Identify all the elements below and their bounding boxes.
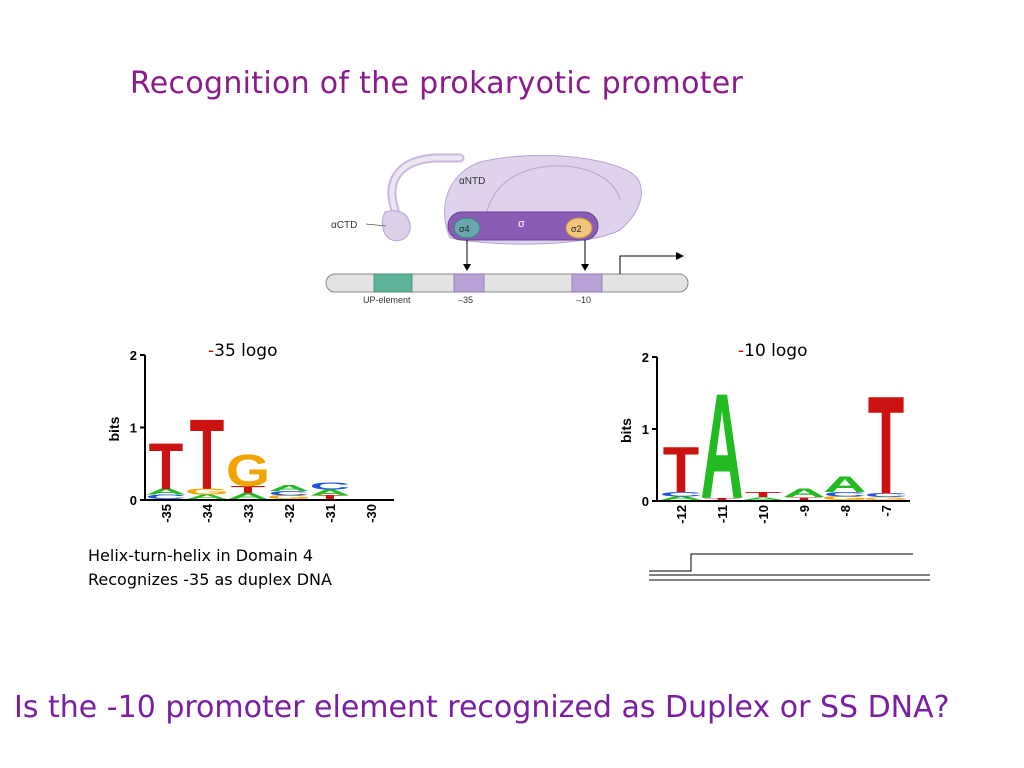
logo-letter-a: A [187,493,228,500]
antd-label: αNTD [459,176,485,187]
rnap-inner-lobe [484,165,621,221]
logo-letter-a: A [700,364,743,531]
logo-letter-t: T [745,491,782,499]
x-tick-label: -9 [797,505,812,517]
y-axis-label: bits [618,418,634,443]
minus10-label: –10 [576,295,591,305]
logo-letter-a: A [659,496,702,502]
logo-letter-c: C [310,480,351,491]
y-tick-label: 1 [642,422,649,437]
x-tick-label: -7 [879,505,894,517]
slide-question: Is the -10 promoter element recognized a… [14,690,950,725]
minus35-box [453,273,485,293]
hth-note-line1: Helix-turn-helix in Domain 4 [88,546,314,565]
actd-leader-line [365,223,387,227]
y-tick-label: 2 [130,348,137,363]
up-element-label: UP-element [363,295,411,305]
x-tick-label: -34 [200,503,215,523]
transcription-start-arrow [619,255,678,274]
logo-letter-a: A [228,492,269,501]
logo-letter-t: T [190,399,225,511]
sigma-label: σ [518,218,525,230]
actd-label: αCTD [331,220,357,231]
minus35-label: –35 [458,295,473,305]
logo-letter-c: C [146,493,187,500]
arrow-head-minus35 [463,264,471,271]
logo35-title-dash: - [208,341,215,361]
logo-letter-c: C [659,491,702,498]
hth-note: Helix-turn-helix in Domain 4 Recognizes … [88,544,332,592]
x-tick-label: -10 [756,505,771,524]
logo-letter-t: T [786,496,823,500]
slide-title: Recognition of the prokaryotic promoter [130,66,744,101]
logo-letter-a: A [146,487,187,496]
x-tick-label: -30 [364,504,379,523]
sigma2-domain [565,217,593,239]
logo-letter-c: C [864,493,907,499]
y-tick-label: 0 [130,493,137,508]
y-tick-label: 2 [642,350,649,365]
logo-letter-a: A [269,484,310,493]
strand-schematic [649,553,930,581]
actd-domain [381,210,411,242]
logo10-title-dash: - [738,341,745,361]
x-tick-label: -32 [282,504,297,523]
x-tick-label: -11 [715,505,730,523]
logo-letter-g: G [226,445,270,495]
x-tick-label: -8 [838,505,853,517]
sigma2-label: σ2 [571,224,582,234]
logo-letter-g: G [863,496,909,500]
logo10-title: -10 logo [738,341,808,361]
logo-letter-t: T [663,435,699,507]
y-tick-label: 0 [642,494,649,509]
x-tick-label: -35 [159,504,174,523]
logo-letter-t: T [149,430,184,503]
arrow-head-minus10 [581,264,589,271]
transcription-start-arrowhead [676,252,684,260]
logo-letter-g: G [185,487,229,496]
logo-letter-a: A [310,488,351,497]
logo10-title-text: 10 logo [744,341,808,361]
logo-letter-g: G [267,494,311,500]
minus10-box [571,273,603,293]
logo35-title-text: 35 logo [214,341,278,361]
x-tick-label: -33 [241,504,256,523]
y-axis-label: bits [106,416,122,441]
strand-top [649,553,913,572]
sigma-factor [447,211,599,241]
up-element-box [373,273,413,293]
logo-letter-t: T [231,484,266,495]
logo-letter-a: A [782,487,825,500]
x-tick-label: -31 [323,504,338,523]
hth-note-line2: Recognizes -35 as duplex DNA [88,570,332,589]
logo-letter-c: C [269,490,310,497]
x-tick-label: -12 [674,505,689,524]
actd-linker-inner [389,155,463,213]
sigma4-domain [453,217,481,239]
logo35-title: -35 logo [208,341,278,361]
logo-letter-a: A [823,472,866,497]
logo-letter-c: C [823,491,866,498]
logo-letter-g: G [822,496,868,502]
rnap-promoter-diagram: αCTD αNTD σ σ4 σ2 UP-element –35 –10 [325,153,689,305]
logo-letter-a: A [741,496,784,500]
logo-letter-t: T [313,494,348,500]
logo-letter-t: T [704,497,741,500]
sigma4-label: σ4 [459,224,470,234]
logo-letter-t: T [868,367,904,523]
y-tick-label: 1 [130,421,137,436]
